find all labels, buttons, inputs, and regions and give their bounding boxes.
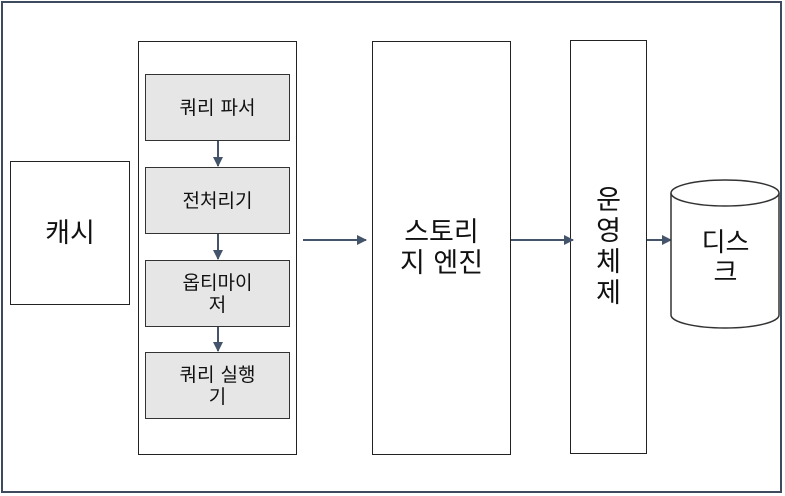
query-parser-label: 쿼리 파서 <box>179 96 256 119</box>
preprocessor-box: 전처리기 <box>145 167 290 234</box>
disk-label: 디스 크 <box>701 228 750 288</box>
preprocessor-label: 전처리기 <box>182 189 253 212</box>
operating-system-label: 운 영 체 제 <box>596 185 621 309</box>
optimizer-box: 옵티마이 저 <box>145 260 290 327</box>
cache-box: 캐시 <box>10 161 130 305</box>
cache-label: 캐시 <box>45 217 95 249</box>
optimizer-label: 옵티마이 저 <box>182 271 253 316</box>
query-executor-label: 쿼리 실행 기 <box>179 363 256 408</box>
storage-engine-box: 스토리 지 엔진 <box>372 41 511 455</box>
query-parser-box: 쿼리 파서 <box>145 74 290 141</box>
query-executor-box: 쿼리 실행 기 <box>145 352 290 419</box>
operating-system-box: 운 영 체 제 <box>570 40 647 454</box>
storage-engine-label: 스토리 지 엔진 <box>399 217 484 279</box>
disk-cylinder-icon <box>670 179 780 329</box>
